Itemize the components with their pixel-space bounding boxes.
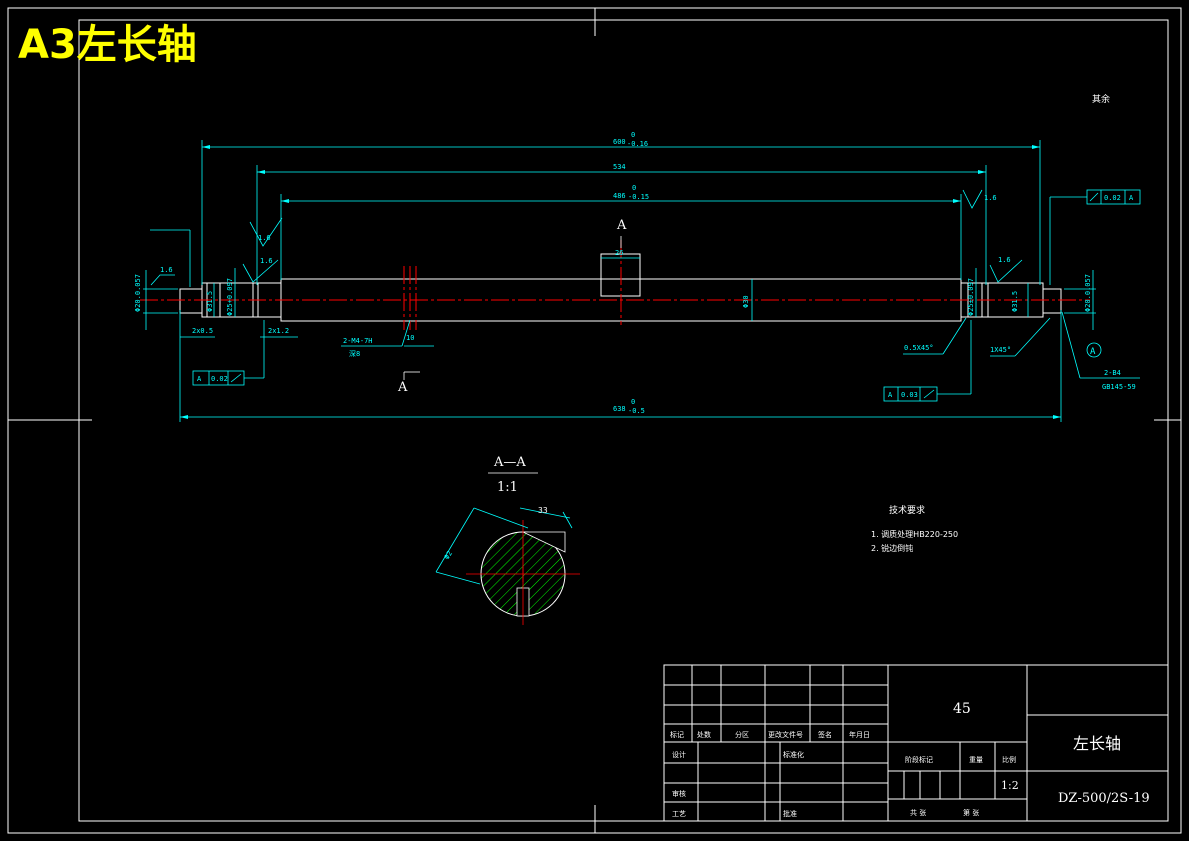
tb-scale: 1:2: [1001, 779, 1019, 792]
tb-sheet-label: 第 张: [963, 808, 979, 817]
section-angle: 33: [538, 506, 548, 515]
tol-right-top-ref: A: [1129, 194, 1134, 202]
dim-overall-length-tol-upper: 0: [631, 398, 635, 406]
dim-right-end-diameter: Φ20.0.057: [1084, 274, 1092, 312]
dim-shaft-length-tol-lower: -0.15: [628, 193, 649, 201]
dim-overall-length: 638: [613, 405, 626, 413]
tb-drawing-no: DZ-500/2S-19: [1058, 791, 1150, 806]
tb-row-label-5: 年月日: [849, 730, 870, 739]
dim-groove-left-2: 2x1.2: [268, 327, 289, 335]
tb-row-label-4: 签名: [818, 730, 832, 739]
dim-overall-length-tol-lower: -0.5: [628, 407, 645, 415]
tb-part-name: 左长轴: [1073, 734, 1121, 753]
tolerance-frame-right-top: [1086, 189, 1141, 205]
tb-standardized-label: 标准化: [783, 750, 804, 759]
tb-row-label-1: 处数: [697, 730, 711, 739]
section-scale: 1:1: [497, 480, 518, 495]
section-label: A—A: [493, 455, 526, 470]
roughness-value-1: 1.6: [258, 234, 271, 242]
shaft-centerline: [140, 240, 1090, 330]
roughness-value-4: 1.6: [998, 256, 1011, 264]
dim-right-diameter-1: Φ25±0.097: [967, 278, 975, 316]
tech-req-heading: 技术要求: [889, 504, 925, 516]
dim-keyway-width: 26: [615, 249, 623, 257]
tb-stage-mark-label: 阶段标记: [905, 755, 933, 764]
sheet-title: A3左长轴: [18, 22, 197, 68]
tb-designer-label: 设计: [672, 750, 686, 759]
dim-thread-spacing: 10: [406, 334, 414, 342]
sheet-frame: [7, 7, 1182, 834]
tb-scale-label: 比例: [1002, 755, 1016, 764]
roughness-symbols: [150, 189, 1023, 286]
tol-right-bottom-ref: A: [888, 391, 893, 399]
section-mark-top: A: [616, 218, 627, 233]
tolerance-frame-right-bottom: [883, 386, 938, 402]
dim-shaft-length: 486: [613, 192, 626, 200]
section-mark-bottom: A: [397, 380, 408, 395]
dim-right-diameter-2: Φ31.5: [1011, 291, 1019, 312]
tb-approve-label: 批准: [783, 809, 797, 818]
dim-center-hole: 2-B4: [1104, 369, 1121, 377]
tb-sheets-label: 共 张: [910, 808, 926, 817]
roughness-value-2: 1.6: [260, 257, 273, 265]
tb-row-label-2: 分区: [735, 730, 749, 739]
tol-left-value: 0.02: [211, 375, 228, 383]
dim-thread-note: 2-M4-7H: [343, 337, 373, 345]
tb-checker-label: 审核: [672, 789, 686, 798]
tb-process-label: 工艺: [672, 810, 686, 818]
datum-label: A: [1090, 347, 1096, 357]
tech-req-item-2: 2. 锐边倒钝: [871, 543, 913, 553]
roughness-corner-note: 其余: [1092, 93, 1110, 105]
tol-left-ref: A: [197, 375, 202, 383]
dim-center-hole-std: GB145-59: [1102, 383, 1136, 391]
title-block: [663, 664, 1169, 822]
dim-total-length-tol-upper: 0: [631, 131, 635, 139]
roughness-value-5: 1.6: [160, 266, 173, 274]
section-arrows: [403, 236, 622, 380]
dim-chamfer-1: 0.5X45°: [904, 344, 934, 352]
dim-left-diameter-1: Φ31.5: [206, 291, 214, 312]
dim-chamfer-2: 1X45°: [990, 346, 1011, 354]
tb-material: 45: [953, 701, 971, 717]
dim-groove-left-1: 2x0.5: [192, 327, 213, 335]
tb-weight-label: 重量: [969, 756, 983, 764]
roughness-value-3: 1.6: [984, 194, 997, 202]
tol-right-top-value: 0.02: [1104, 194, 1121, 202]
tb-row-label-3: 更改文件号: [768, 730, 803, 739]
dim-shaft-length-tol-upper: 0: [632, 184, 636, 192]
tolerance-frame-left: [192, 370, 245, 386]
diameter-texts: Φ30 Φ31.5 Φ25+0.097 Φ20.0.057 Φ25±0.097 …: [134, 274, 1092, 316]
dimension-lines: [143, 140, 1140, 422]
dim-body-diameter: Φ30: [742, 295, 750, 308]
section-diameter-note: Φ2: [443, 550, 454, 561]
dimension-arrows: [180, 145, 1061, 419]
section-centerlines: [466, 520, 580, 625]
tol-right-bottom-value: 0.03: [901, 391, 918, 399]
tech-req-item-1: 1. 调质处理HB220-250: [871, 529, 958, 539]
dim-left-diameter-2: Φ25+0.097: [226, 278, 234, 316]
tb-row-label-0: 标记: [670, 730, 684, 739]
title-block-labels: 标记 处数 分区 更改文件号 签名 年月日 设计 标准化 审核 工艺 批准 阶段…: [670, 730, 1016, 818]
dim-total-length: 600: [613, 138, 626, 146]
dim-thread-depth: 深8: [349, 349, 360, 358]
dim-total-length-tol-lower: -0.16: [627, 140, 648, 148]
dim-bearing-span: 534: [613, 163, 626, 171]
datum-circle: [1086, 342, 1102, 358]
section-dimension: [435, 507, 573, 585]
dim-left-end-diameter: Φ20.0.057: [134, 274, 142, 312]
dimension-texts: 600 0 -0.16 534 486 0 -0.15 638 0 -0.5 2…: [192, 131, 1136, 415]
